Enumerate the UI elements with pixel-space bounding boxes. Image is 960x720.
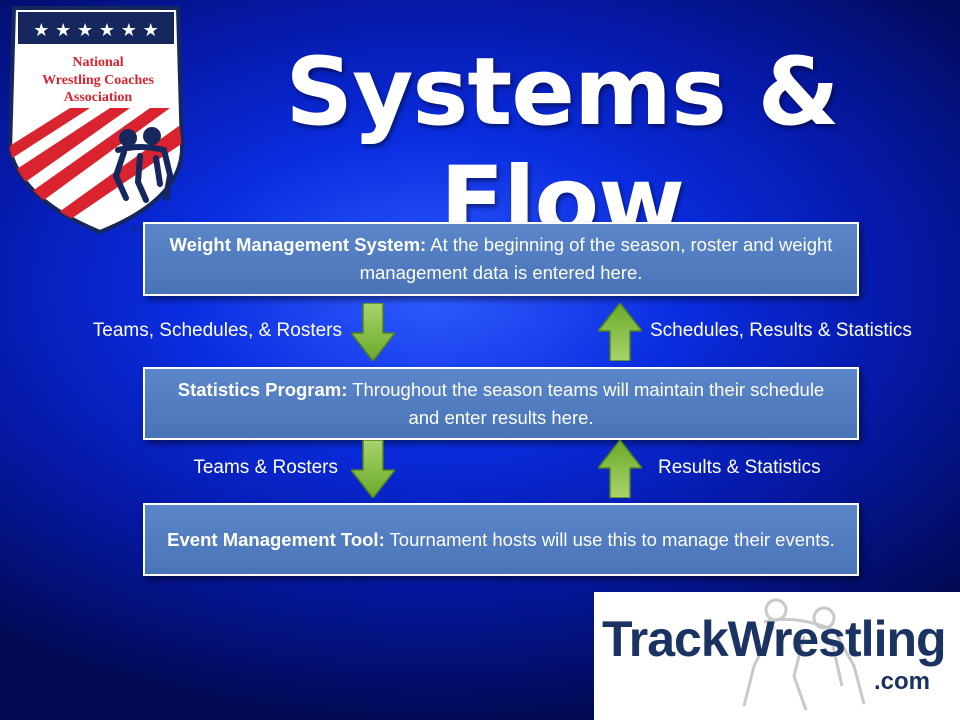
- wrestlers-icon: [112, 127, 174, 203]
- up-arrow-icon: [598, 440, 642, 498]
- statistics-program-text: Throughout the season teams will maintai…: [347, 378, 825, 428]
- logo-line2: Wrestling Coaches: [42, 73, 154, 88]
- weight-management-text: At the beginning of the season, roster a…: [359, 234, 833, 283]
- up-arrow-icon: [598, 303, 642, 361]
- label-results-statistics: Results & Statistics: [658, 457, 821, 478]
- nwca-logo: ★ ★ ★ ★ ★ ★ National Wrestling Coaches A…: [7, 6, 185, 235]
- label-teams-rosters: Teams & Rosters: [193, 457, 338, 478]
- logo-stars: ★ ★ ★ ★ ★ ★: [33, 20, 158, 41]
- logo-line1: National: [72, 55, 123, 70]
- page-title: Systems & Flow: [285, 38, 839, 256]
- label-schedules-results-statistics: Schedules, Results & Statistics: [650, 320, 912, 341]
- logo-line3: Association: [64, 90, 133, 105]
- event-management-box: Event Management Tool: Tournament hosts …: [143, 503, 859, 576]
- svg-text:®: ®: [130, 225, 139, 235]
- weight-management-heading: Weight Management System:: [169, 234, 427, 255]
- trackwrestling-logo: TrackWrestling .com: [594, 592, 960, 720]
- wrestler-silhouette-icon: [742, 598, 866, 711]
- down-arrow-icon: [351, 440, 395, 498]
- weight-management-box: Weight Management System: At the beginni…: [143, 222, 859, 296]
- trackwrestling-domain: .com: [873, 668, 930, 695]
- statistics-program-heading: Statistics Program:: [177, 378, 348, 400]
- event-management-heading: Event Management Tool:: [167, 528, 385, 550]
- event-management-text: Tournament hosts will use this to manage…: [384, 528, 835, 550]
- statistics-program-box: Statistics Program: Throughout the seaso…: [143, 367, 859, 440]
- label-teams-schedules-rosters: Teams, Schedules, & Rosters: [92, 320, 342, 341]
- down-arrow-icon: [351, 303, 395, 361]
- trackwrestling-name: TrackWrestling: [602, 611, 947, 667]
